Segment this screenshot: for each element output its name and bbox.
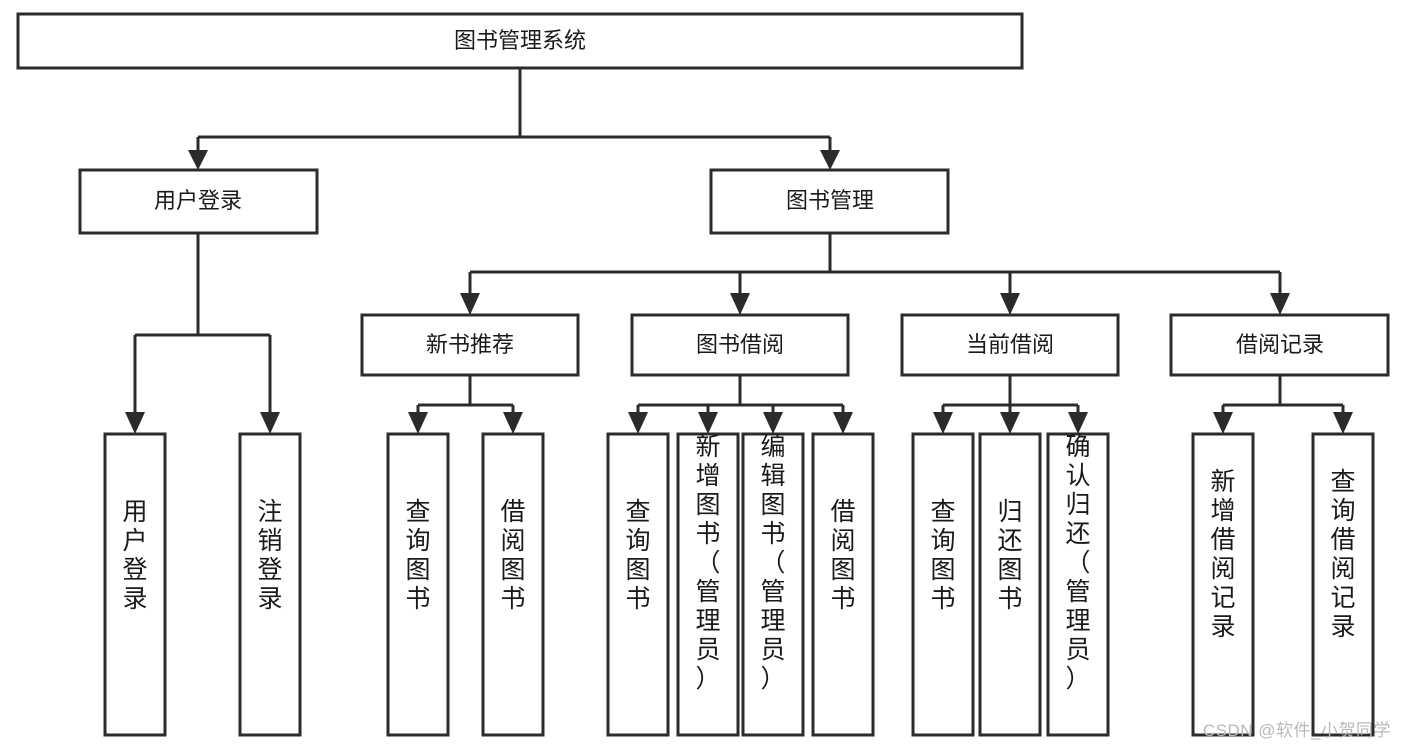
node-user-login-box[interactable] — [78, 168, 319, 235]
leaf-label-logout: 注销登录 — [257, 498, 282, 613]
node-current-borrow[interactable]: 当前借阅 — [900, 313, 1120, 377]
leaf-label-query-record: 查询借阅记录 — [1330, 468, 1355, 641]
leaf-box-return-book[interactable] — [978, 432, 1042, 737]
leaf-label-add-record: 新增借阅记录 — [1210, 468, 1235, 641]
leaf-box-edit-book[interactable] — [741, 432, 805, 737]
leaf-node[interactable]: 新增借阅记录 — [1191, 432, 1255, 737]
node-borrow-record[interactable]: 借阅记录 — [1169, 313, 1390, 377]
arrowhead-leaf-logout — [260, 412, 280, 434]
leaf-box-borrow-query-book[interactable] — [606, 432, 670, 737]
leaf-node[interactable]: 编辑图书（管理员） — [741, 432, 805, 737]
arrowhead-user-login — [188, 150, 208, 170]
arrowhead-current-leaf2 — [1000, 412, 1020, 434]
leaf-label-new-query-book: 查询图书 — [405, 498, 430, 613]
arrowhead-current-borrow — [1000, 293, 1020, 315]
arrowhead-current-leaf3 — [1068, 412, 1088, 434]
leaf-label-new-borrow-book: 借阅图书 — [500, 498, 525, 613]
leaf-box-user-login[interactable] — [103, 432, 167, 737]
arrowhead-current-leaf1 — [933, 412, 953, 434]
leaf-node[interactable]: 归还图书 — [978, 432, 1042, 737]
leaf-node[interactable]: 查询借阅记录 — [1311, 432, 1375, 737]
node-borrow-record-box[interactable] — [1169, 313, 1390, 377]
leaf-label-current-query-book: 查询图书 — [930, 498, 955, 613]
leaf-label-borrow-book: 借阅图书 — [830, 498, 855, 613]
leaf-node[interactable]: 确认归还（管理员） — [1046, 432, 1110, 737]
arrowhead-book-borrow — [730, 293, 750, 315]
arrowhead-record-leaf2 — [1333, 412, 1353, 434]
leaf-node[interactable]: 注销登录 — [238, 432, 302, 737]
arrowhead-borrow-leaf3 — [763, 412, 783, 434]
node-book-borrow-box[interactable] — [630, 313, 850, 377]
leaf-box-query-record[interactable] — [1311, 432, 1375, 737]
node-book-management[interactable]: 图书管理 — [709, 168, 950, 235]
leaf-node[interactable]: 查询图书 — [911, 432, 975, 737]
node-new-book-recommend-box[interactable] — [360, 313, 580, 377]
leaf-box-new-query-book[interactable] — [386, 432, 450, 737]
node-current-borrow-label: 当前借阅 — [966, 332, 1054, 357]
leaf-box-add-record[interactable] — [1191, 432, 1255, 737]
leaf-label-edit-book: 编辑图书（管理员） — [760, 433, 785, 693]
leaf-box-new-borrow-book[interactable] — [481, 432, 545, 737]
leaf-label-add-book: 新增图书（管理员） — [695, 433, 720, 693]
arrowhead-borrow-leaf4 — [833, 412, 853, 434]
node-root-label: 图书管理系统 — [454, 28, 586, 53]
node-user-login[interactable]: 用户登录 — [78, 168, 319, 235]
node-root-box[interactable] — [16, 12, 1024, 70]
leaf-node[interactable]: 新增图书（管理员） — [676, 432, 740, 737]
node-new-book-recommend-label: 新书推荐 — [426, 332, 514, 357]
arrowhead-book-mgmt — [820, 150, 840, 170]
node-borrow-record-label: 借阅记录 — [1236, 332, 1324, 357]
node-root[interactable]: 图书管理系统 — [16, 12, 1024, 70]
leaf-node[interactable]: 用户登录 — [103, 432, 167, 737]
node-user-login-label: 用户登录 — [154, 188, 242, 213]
arrowhead-leaf-user-login — [125, 412, 145, 434]
leaf-box-borrow-book[interactable] — [811, 432, 875, 737]
node-book-management-label: 图书管理 — [786, 188, 874, 213]
node-new-book-recommend[interactable]: 新书推荐 — [360, 313, 580, 377]
arrowhead-borrow-leaf2 — [698, 412, 718, 434]
leaf-label-return-book: 归还图书 — [997, 498, 1022, 613]
arrowhead-new-book — [460, 293, 480, 315]
leaf-label-user-login: 用户登录 — [122, 498, 147, 613]
arrowhead-new-leaf1 — [408, 412, 428, 434]
node-book-borrow[interactable]: 图书借阅 — [630, 313, 850, 377]
node-book-borrow-label: 图书借阅 — [696, 332, 784, 357]
node-current-borrow-box[interactable] — [900, 313, 1120, 377]
arrowhead-borrow-record — [1270, 293, 1290, 315]
connector-layer — [125, 68, 1353, 434]
leaf-box-current-query-book[interactable] — [911, 432, 975, 737]
leaf-box-add-book[interactable] — [676, 432, 740, 737]
csdn-watermark: CSDN @软件_小贺同学 — [1202, 721, 1391, 740]
arrowhead-new-leaf2 — [503, 412, 523, 434]
arrowhead-borrow-leaf1 — [628, 412, 648, 434]
leaf-node[interactable]: 借阅图书 — [811, 432, 875, 737]
leaf-node[interactable]: 查询图书 — [606, 432, 670, 737]
leaf-node[interactable]: 查询图书 — [386, 432, 450, 737]
leaf-box-logout[interactable] — [238, 432, 302, 737]
leaf-box-confirm-return[interactable] — [1046, 432, 1110, 737]
leaf-label-borrow-query-book: 查询图书 — [625, 498, 650, 613]
arrowhead-record-leaf1 — [1213, 412, 1233, 434]
leaf-node[interactable]: 借阅图书 — [481, 432, 545, 737]
leaf-label-confirm-return: 确认归还（管理员） — [1065, 433, 1090, 693]
node-book-management-box[interactable] — [709, 168, 950, 235]
